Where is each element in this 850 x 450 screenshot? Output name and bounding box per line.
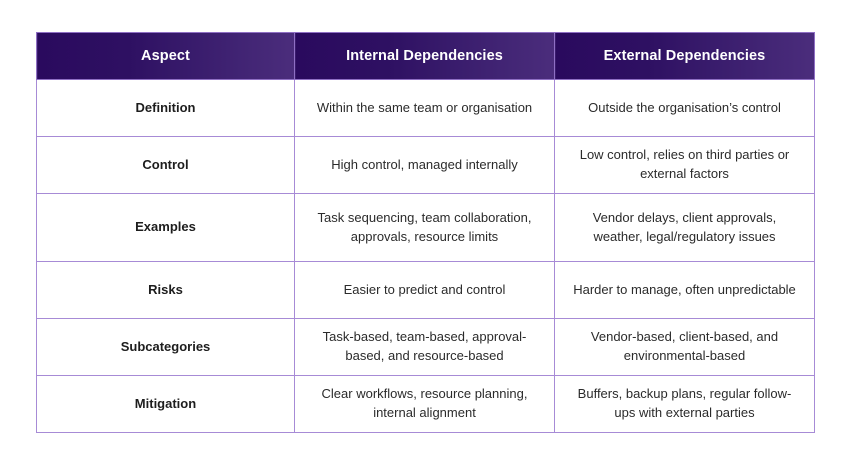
table-row: Mitigation Clear workflows, resource pla…: [36, 375, 815, 433]
column-header-internal-dependencies: Internal Dependencies: [294, 32, 555, 80]
cell-external: Vendor delays, client approvals, weather…: [554, 193, 815, 262]
table-header: Aspect Internal Dependencies External De…: [36, 32, 815, 80]
cell-aspect: Subcategories: [36, 318, 295, 376]
table-row: Risks Easier to predict and control Hard…: [36, 261, 815, 319]
cell-external: Harder to manage, often unpredictable: [554, 261, 815, 319]
cell-external: Buffers, backup plans, regular follow-up…: [554, 375, 815, 433]
column-header-aspect: Aspect: [36, 32, 295, 80]
cell-external: Outside the organisation’s control: [554, 79, 815, 137]
cell-internal: Task-based, team-based, approval-based, …: [294, 318, 555, 376]
cell-internal: Clear workflows, resource planning, inte…: [294, 375, 555, 433]
cell-internal: Within the same team or organisation: [294, 79, 555, 137]
table-row: Definition Within the same team or organ…: [36, 79, 815, 137]
column-header-external-dependencies: External Dependencies: [554, 32, 815, 80]
table-header-row: Aspect Internal Dependencies External De…: [36, 32, 815, 80]
cell-internal: Easier to predict and control: [294, 261, 555, 319]
cell-aspect: Definition: [36, 79, 295, 137]
cell-internal: High control, managed internally: [294, 136, 555, 194]
table-row: Subcategories Task-based, team-based, ap…: [36, 318, 815, 376]
cell-external: Vendor-based, client-based, and environm…: [554, 318, 815, 376]
table-body: Definition Within the same team or organ…: [36, 79, 815, 433]
table-row: Examples Task sequencing, team collabora…: [36, 193, 815, 262]
cell-aspect: Examples: [36, 193, 295, 262]
dependencies-comparison-table: Aspect Internal Dependencies External De…: [36, 32, 815, 433]
cell-external: Low control, relies on third parties or …: [554, 136, 815, 194]
cell-aspect: Risks: [36, 261, 295, 319]
cell-internal: Task sequencing, team collaboration, app…: [294, 193, 555, 262]
cell-aspect: Mitigation: [36, 375, 295, 433]
cell-aspect: Control: [36, 136, 295, 194]
table-row: Control High control, managed internally…: [36, 136, 815, 194]
